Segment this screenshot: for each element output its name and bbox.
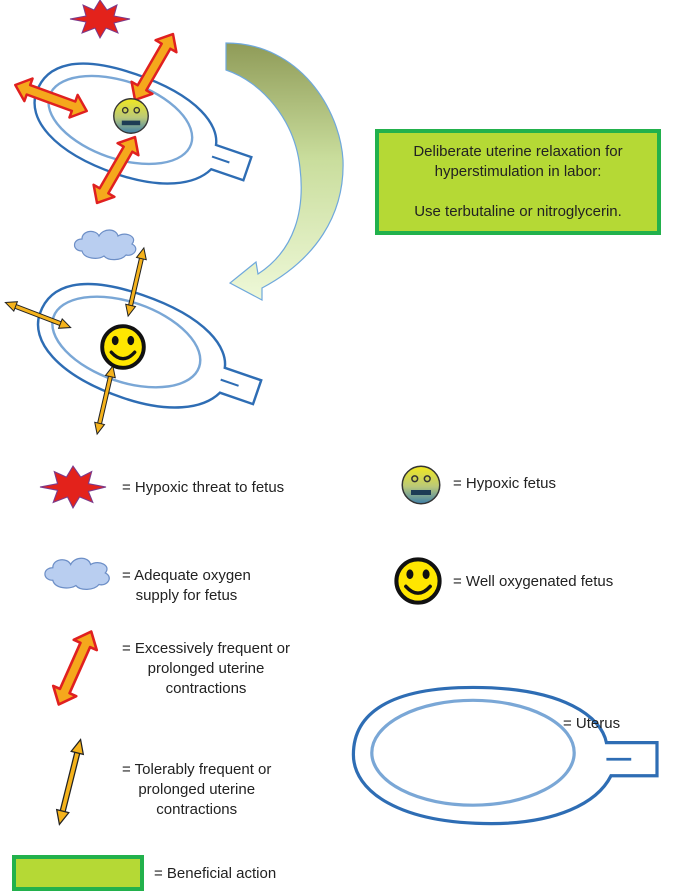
starburst-icon-top bbox=[69, 0, 131, 39]
legend-tolerable-line-3: contractions bbox=[156, 801, 238, 818]
legend-adequate-oxygen-line-2: supply for fetus bbox=[135, 587, 238, 604]
excessive-contraction-arrow-top bbox=[123, 26, 185, 108]
hypoxic-face-icon-top bbox=[113, 98, 149, 134]
legend-excessive-line-2: prolonged uterine bbox=[147, 660, 265, 677]
curved-transition-arrow bbox=[225, 42, 344, 301]
action-box bbox=[375, 129, 661, 235]
uterus-icon-legend bbox=[351, 685, 659, 826]
legend-uterus-label: = Uterus bbox=[563, 715, 621, 732]
cloud-icon-legend bbox=[44, 557, 110, 590]
legend-excessive-label: = Excessively frequent or prolonged uter… bbox=[122, 639, 290, 699]
legend-adequate-oxygen-label: = Adequate oxygen supply for fetus bbox=[122, 566, 251, 606]
excessive-contraction-arrow-bottom bbox=[85, 129, 147, 211]
legend-tolerable-line-1: = Tolerably frequent or bbox=[122, 761, 272, 778]
action-box-line-1: Deliberate uterine relaxation for bbox=[413, 143, 623, 160]
legend-excessive-line-3: contractions bbox=[165, 680, 247, 697]
uterus-icon-relaxed bbox=[21, 264, 277, 440]
legend-hypoxic-threat-label: = Hypoxic threat to fetus bbox=[122, 479, 285, 496]
cloud-icon-top bbox=[73, 229, 137, 261]
smiley-icon-top bbox=[100, 324, 146, 370]
legend-excessive-line-1: = Excessively frequent or bbox=[122, 640, 290, 657]
legend-hypoxic-fetus-label: = Hypoxic fetus bbox=[453, 475, 556, 492]
starburst-icon-legend bbox=[39, 465, 107, 509]
legend-adequate-oxygen-line-1: = Adequate oxygen bbox=[122, 567, 251, 584]
beneficial-box-legend bbox=[12, 855, 144, 891]
action-box-line-2: hyperstimulation in labor: bbox=[434, 163, 602, 180]
action-box-line-3: Use terbutaline or nitroglycerin. bbox=[414, 203, 622, 220]
hypoxic-face-icon-legend bbox=[401, 465, 441, 505]
legend-tolerable-line-2: prolonged uterine bbox=[138, 781, 256, 798]
legend-tolerable-label: = Tolerably frequent or prolonged uterin… bbox=[122, 760, 271, 820]
smiley-icon-legend bbox=[396, 559, 439, 602]
action-box-text: Deliberate uterine relaxation for hypers… bbox=[378, 142, 658, 222]
tolerable-arrow-icon-legend bbox=[53, 738, 86, 826]
legend-well-oxygenated-label: = Well oxygenated fetus bbox=[453, 573, 614, 590]
legend-beneficial-label: = Beneficial action bbox=[154, 865, 277, 882]
excessive-arrow-icon-legend bbox=[45, 625, 105, 711]
